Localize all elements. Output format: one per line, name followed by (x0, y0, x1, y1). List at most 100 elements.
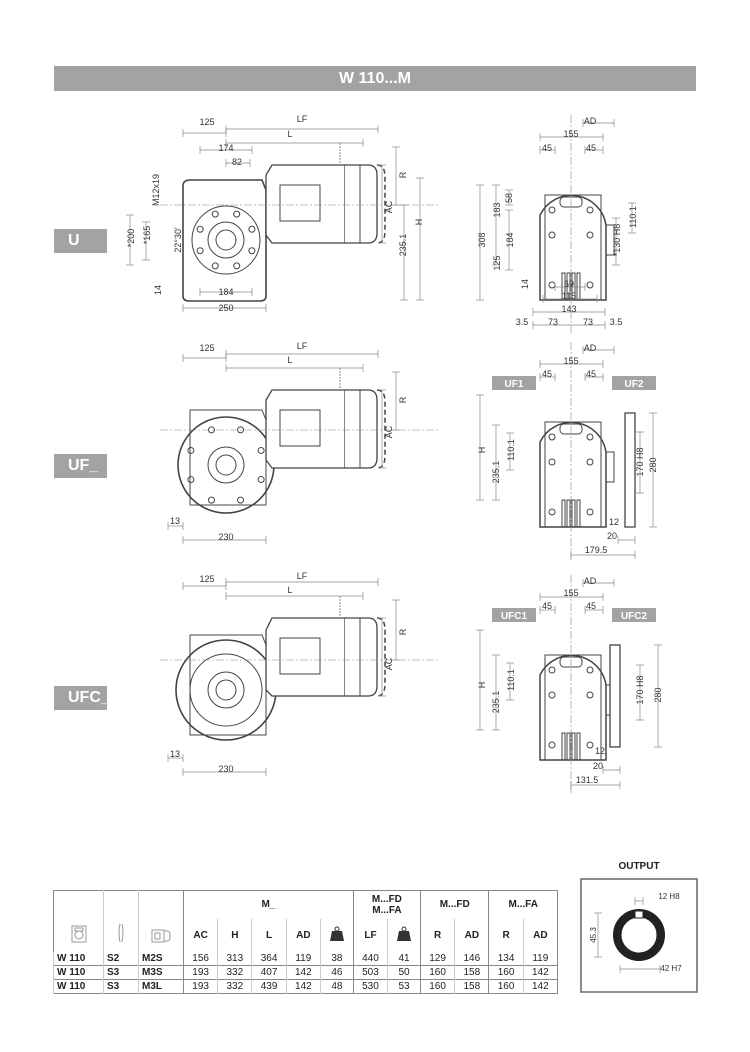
dim-label: 20 (593, 761, 603, 771)
dim-label: R (398, 171, 408, 178)
dim-label: 3.5 (610, 317, 623, 327)
bolt-hole (548, 666, 556, 674)
table-cell: 41 (387, 951, 421, 966)
dim-label: 125 (492, 255, 502, 270)
ufc-front-dimensions: 125 LF L R AC 13 230 (170, 571, 408, 774)
uf-front-dimensions: 125 LF L R AC 13 230 (170, 341, 408, 542)
ufc-side-dimensions: AD 155 45 45 UFC1 UFC2 H 110.1 235.1 170… (477, 576, 663, 785)
dim-label: 14 (153, 285, 163, 295)
col-ac: AC (182, 918, 218, 952)
bolt-hole (248, 247, 256, 255)
dim-label: 69 (564, 279, 574, 289)
cooling-fin (566, 732, 571, 761)
u-front-dimensions: 125 LF L 174 82 M12x19 *200 *165 22°30' … (126, 114, 424, 313)
table-cell: S2 (103, 951, 139, 966)
table-cell: 407 (251, 965, 287, 980)
weight-icon (319, 918, 354, 952)
cooling-fin (571, 499, 576, 528)
u-side-dimensions: AD 155 45 45 308 183 58 184 125 14 110.1… (477, 116, 638, 327)
dim-label: 170 H8 (635, 675, 645, 704)
gearbox-side-housing (539, 654, 607, 761)
dim-label: 155 (563, 588, 578, 598)
table-cell: 142 (285, 979, 321, 994)
dim-label: 125 (199, 574, 214, 584)
table-cell: M3S (138, 965, 184, 980)
dim-label: 45 (586, 369, 596, 379)
dim-label: 58 (504, 193, 514, 203)
cooling-fin (561, 272, 566, 301)
motor-brake-outline (376, 389, 386, 469)
table-cell: 530 (352, 979, 388, 994)
tag-ufc1 (492, 608, 536, 622)
bolt-hole (548, 433, 556, 441)
dim-label: 12 H8 (658, 892, 680, 901)
table-cell: 332 (217, 979, 252, 994)
input-flange (605, 451, 615, 483)
dim-label: AD (584, 343, 597, 353)
dim-label: 110.1 (506, 439, 516, 461)
bolt-hole (237, 496, 245, 504)
tag-label: UFC2 (621, 611, 648, 622)
cooling-fin (561, 499, 566, 528)
bolt-hole (187, 476, 195, 484)
cooling-fin (576, 499, 581, 528)
dim-label: *130 H8 (612, 224, 622, 257)
motor-fan-cover (345, 617, 378, 697)
bolt-hole (233, 262, 241, 270)
output-bore (207, 221, 245, 259)
bolt-hole (248, 225, 256, 233)
page-title: W 110...M (54, 66, 696, 91)
gearbox-icon (54, 891, 104, 952)
table-cell: 439 (251, 979, 287, 994)
input-flange (605, 224, 615, 256)
dim-label: 45 (586, 601, 596, 611)
table-cell: 146 (454, 951, 489, 966)
dim-label: 13 (170, 749, 180, 759)
table-cell: 119 (285, 951, 321, 966)
table-cell: 193 (182, 965, 218, 980)
terminal-box (279, 409, 321, 447)
group-fd: M...FD (419, 890, 489, 919)
col-ad: AD (454, 918, 489, 952)
group-lf-line1: M...FD (371, 893, 402, 905)
bolt-hole (586, 281, 594, 289)
dim-label: 174 (218, 143, 233, 153)
cooling-fin (576, 272, 581, 301)
table-cell: 134 (488, 951, 524, 966)
bolt-hole (586, 458, 594, 466)
cooling-fin (561, 732, 566, 761)
dim-label: 143 (561, 304, 576, 314)
table-cell: 50 (387, 965, 421, 980)
table-cell: 53 (387, 979, 421, 994)
table-cell: 440 (352, 951, 388, 966)
table-cell: 193 (182, 979, 218, 994)
tag-ufc2 (612, 608, 656, 622)
output-bore (207, 671, 245, 709)
uf-side-dimensions: AD 155 45 45 UF1 UF2 H 110.1 235.1 170 H… (477, 343, 658, 555)
tag-label: UF1 (505, 379, 524, 390)
dim-label: 184 (218, 287, 233, 297)
dim-label: 155 (563, 356, 578, 366)
dim-label: 13 (170, 516, 180, 526)
bolt-hole (257, 476, 265, 484)
output-shaft (215, 454, 237, 476)
dim-label: H (477, 447, 487, 454)
table-cell: 129 (419, 951, 455, 966)
bolt-hole (548, 691, 556, 699)
bolt-hole (196, 225, 204, 233)
dim-label: 235.1 (398, 234, 408, 257)
dim-label: AD (584, 116, 597, 126)
cooling-fin (566, 272, 571, 301)
dim-label: L (287, 585, 292, 595)
gearbox-housing (182, 179, 267, 302)
table-cell: W 110 (53, 965, 104, 980)
dim-label: 131.5 (576, 775, 599, 785)
tag-uf2 (612, 376, 656, 390)
table-cell: 38 (319, 951, 354, 966)
bolt-hole (548, 458, 556, 466)
dim-label: 45 (542, 601, 552, 611)
dim-label: AC (384, 200, 394, 213)
